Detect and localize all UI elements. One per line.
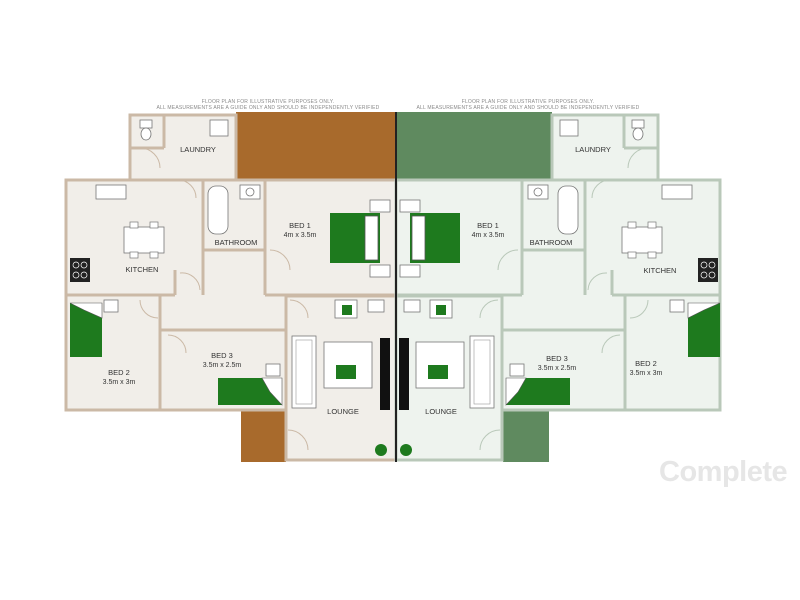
right-dining-table-icon	[621, 226, 663, 254]
left-kitchen-label: KITCHEN	[126, 265, 159, 274]
left-laundry-tub-icon	[209, 119, 229, 137]
left-unit: LAUNDRY KITCHEN BATHROOM BED 1 4m x 3.5m…	[64, 112, 398, 462]
right-courtyard	[396, 112, 552, 180]
left-kitchen-sink-icon	[95, 184, 127, 200]
right-kitchen-sink-icon	[661, 184, 693, 200]
disclaimer-line2: ALL MEASUREMENTS ARE A GUIDE ONLY AND SH…	[156, 105, 380, 111]
left-laundry-label: LAUNDRY	[180, 145, 216, 154]
left-bed1-label: BED 1	[289, 221, 311, 230]
disclaimer-left: FLOOR PLAN FOR ILLUSTRATIVE PURPOSES ONL…	[138, 99, 398, 111]
left-tv-icon	[380, 338, 390, 410]
right-laundry-toilet-icon	[631, 119, 645, 129]
right-bed1-label: BED 1	[477, 221, 499, 230]
right-unit: LAUNDRY KITCHEN BATHROOM BED 1 4m x 3.5m…	[394, 112, 722, 462]
right-bed3-label: BED 3	[546, 354, 568, 363]
left-porch	[241, 410, 286, 462]
right-lounge-label: LOUNGE	[425, 407, 457, 416]
right-laundry-tub-icon	[559, 119, 579, 137]
right-bath-basin-icon	[527, 184, 549, 200]
left-courtyard	[236, 112, 396, 180]
left-bath-basin-icon	[239, 184, 261, 200]
disclaimer-line1: FLOOR PLAN FOR ILLUSTRATIVE PURPOSES ONL…	[461, 99, 595, 105]
disclaimer-right: FLOOR PLAN FOR ILLUSTRATIVE PURPOSES ONL…	[398, 99, 658, 111]
disclaimer-line2: ALL MEASUREMENTS ARE A GUIDE ONLY AND SH…	[416, 105, 640, 111]
left-bathroom-label: BATHROOM	[215, 238, 258, 247]
left-bed2-dims: 3.5m x 3m	[103, 379, 136, 386]
right-bed2-label: BED 2	[635, 359, 657, 368]
left-lounge-label: LOUNGE	[327, 407, 359, 416]
disclaimer-line1: FLOOR PLAN FOR ILLUSTRATIVE PURPOSES ONL…	[201, 99, 335, 105]
left-bed3-label: BED 3	[211, 351, 233, 360]
right-sofa-icon	[469, 335, 495, 409]
right-bed3-dims: 3.5m x 2.5m	[538, 365, 577, 372]
left-sofa-icon	[291, 335, 317, 409]
brand-logo: Complete	[659, 456, 788, 488]
left-plant-icon	[375, 444, 387, 456]
left-laundry-toilet-icon	[139, 119, 153, 129]
right-porch	[503, 410, 549, 462]
left-bed3-dims: 3.5m x 2.5m	[203, 362, 242, 369]
right-bed1-dims: 4m x 3.5m	[472, 232, 505, 239]
left-stove-icon	[70, 258, 90, 282]
left-bed1-dims: 4m x 3.5m	[284, 232, 317, 239]
right-bathtub-icon	[557, 185, 579, 235]
left-bed2-label: BED 2	[108, 368, 130, 377]
right-plant-icon	[400, 444, 412, 456]
right-laundry-label: LAUNDRY	[575, 145, 611, 154]
right-bathroom-label: BATHROOM	[530, 238, 573, 247]
right-tv-icon	[399, 338, 409, 410]
right-bed2-dims: 3.5m x 3m	[630, 370, 663, 377]
right-stove-icon	[698, 258, 718, 282]
right-kitchen-label: KITCHEN	[644, 266, 677, 275]
left-dining-table-icon	[123, 226, 165, 254]
left-bathtub-icon	[207, 185, 229, 235]
